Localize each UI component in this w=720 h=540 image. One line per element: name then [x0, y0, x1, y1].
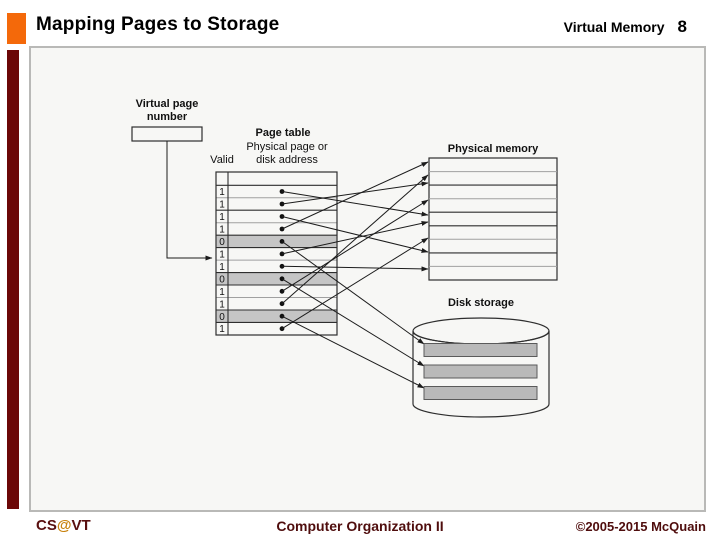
- valid-bit: 1: [219, 262, 225, 273]
- valid-column-header: Valid: [210, 154, 234, 166]
- page-table-title: Page table: [255, 127, 310, 139]
- page-table-col-header-line2: disk address: [256, 154, 318, 166]
- physical-memory-label: Physical memory: [448, 143, 539, 155]
- sidebar-accent-bar: [7, 50, 19, 509]
- valid-bit: 1: [219, 287, 225, 298]
- virtual-page-label-line1: Virtual page: [136, 98, 199, 110]
- physical-memory-table: [428, 157, 558, 281]
- header-right: Virtual Memory 8: [564, 17, 687, 37]
- disk-blocks: [423, 343, 538, 400]
- disk-mapping-arrows: [281, 240, 425, 389]
- disk-storage-label: Disk storage: [448, 297, 514, 309]
- virtual-page-label-line2: number: [147, 111, 188, 123]
- valid-bits: 1 1 1 1 0 1 1 0 1 1 0 1: [219, 187, 225, 335]
- valid-bit: 1: [219, 225, 225, 236]
- disk-cylinder: [412, 317, 550, 418]
- valid-bit: 0: [219, 274, 225, 285]
- footer-cs: CS: [36, 517, 57, 534]
- page-title: Mapping Pages to Storage: [36, 14, 280, 35]
- accent-square: [7, 13, 26, 44]
- valid-bit: 1: [219, 187, 225, 198]
- page-table-box: [215, 171, 338, 336]
- page-table-grid: [215, 171, 338, 336]
- virtual-page-number-box: [131, 126, 203, 142]
- page-table-invalid-rows: [216, 235, 337, 323]
- footer-logo: CS@VT: [36, 517, 91, 534]
- valid-bit: 1: [219, 299, 225, 310]
- vpn-to-page-table-arrow: [166, 141, 213, 261]
- valid-bit: 1: [219, 324, 225, 335]
- footer-course-title: Computer Organization II: [276, 518, 444, 534]
- page-table-col-header-line1: Physical page or: [246, 141, 328, 153]
- valid-bit: 0: [219, 237, 225, 248]
- footer-vt: VT: [71, 517, 91, 534]
- footer-copyright: ©2005-2015 McQuain: [575, 519, 706, 534]
- slide-number: 8: [677, 17, 687, 36]
- valid-bit: 1: [219, 212, 225, 223]
- valid-bit: 0: [219, 312, 225, 323]
- footer-at: @: [56, 517, 72, 534]
- valid-bit: 1: [219, 200, 225, 211]
- slide-content-area: [29, 46, 706, 512]
- section-label: Virtual Memory: [563, 19, 665, 35]
- memory-mapping-arrows: [281, 161, 429, 330]
- valid-bit: 1: [219, 250, 225, 261]
